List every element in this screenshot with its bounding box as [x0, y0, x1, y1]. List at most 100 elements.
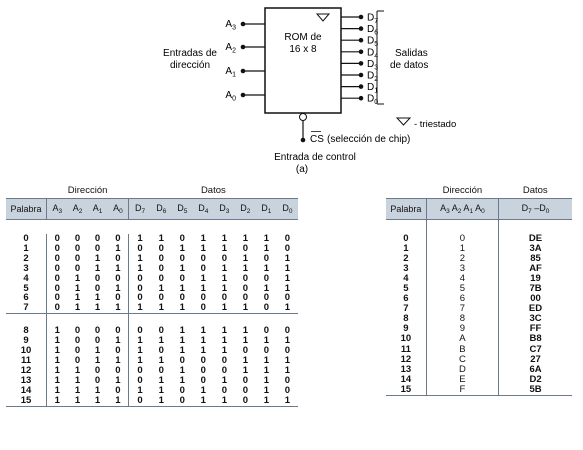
data-hex-cell: 00: [498, 294, 572, 305]
data-bit-cell: 0: [179, 354, 185, 366]
data-bit-cell: 1: [200, 335, 206, 347]
data-bit-cell: 1: [263, 354, 270, 366]
address-bit-cell: 1: [67, 395, 88, 407]
data-pin-label-d4: D4: [367, 47, 378, 60]
bit-column-header-a0: A0: [107, 198, 129, 220]
address-bit-cell: 1: [115, 302, 121, 314]
data-pin-label-d2: D2: [367, 71, 378, 84]
data-bit-cell: 1: [263, 374, 270, 386]
address-hex-cell: C: [425, 354, 499, 365]
data-bit-cell: 1: [242, 233, 248, 244]
data-bit-cell: 0: [263, 302, 270, 314]
data-bit-cell: 0: [234, 395, 256, 407]
data-bit-cell: 1: [179, 345, 185, 357]
data-bit-cell: 0: [284, 242, 291, 254]
address-bit-cell: 1: [115, 282, 121, 294]
data-bit-cell: 0: [179, 233, 185, 244]
data-bit-cell: 1: [158, 354, 164, 366]
data-bit-cell: 0: [221, 384, 227, 396]
rom-chip-box: [264, 7, 342, 114]
address-bit-cell: 0: [74, 345, 81, 357]
word-cell: 14: [20, 384, 32, 396]
address-hex-cell: B: [425, 344, 499, 355]
data-bit-cell: 0: [128, 365, 151, 376]
data-group-header: Datos: [522, 184, 548, 196]
address-bit-cell: 0: [45, 253, 68, 264]
data-bit-cell: 1: [221, 272, 227, 284]
data-bit-cell: 0: [158, 345, 164, 357]
address-hex-cell: 3: [425, 264, 499, 275]
address-bit-cell: 1: [45, 385, 68, 396]
data-bit-cell: 1: [284, 262, 291, 274]
address-bit-cell: 1: [87, 395, 108, 407]
address-bit-cell: 1: [94, 302, 101, 314]
word-cell: 12: [400, 353, 412, 365]
data-pin-label-d1: D1: [367, 82, 378, 95]
address-hex-cell: 5: [425, 284, 499, 295]
data-hex-cell: D2: [498, 374, 572, 385]
data-bit-cell: 1: [242, 325, 248, 337]
data-bit-cell: 1: [200, 272, 206, 284]
data-pin-dot: [358, 14, 364, 20]
data-bit-cell: 0: [263, 292, 270, 304]
address-hex-cell: 0: [425, 233, 499, 245]
tristate-legend-text: - triestado: [414, 119, 456, 130]
inputs-label-line1: Entradas de: [163, 48, 217, 59]
bit-column-header-d5: D5: [171, 198, 193, 220]
data-hex-cell: 7B: [498, 284, 572, 295]
address-bit-cell: 0: [74, 335, 81, 347]
data-bit-cell: 0: [242, 384, 248, 396]
data-bit-cell: 0: [242, 374, 248, 386]
data-bit-cell: 1: [150, 395, 172, 407]
data-bit-cell: 0: [200, 364, 206, 376]
address-pin-label-a1: A1: [225, 66, 236, 79]
data-hex-cell: ED: [498, 304, 572, 315]
data-bit-cell: 1: [284, 282, 291, 294]
data-bit-cell: 0: [263, 345, 270, 357]
address-bit-cell: 0: [94, 272, 101, 284]
data-bit-cell: 1: [263, 364, 270, 376]
tristate-symbol-icon: [315, 13, 331, 22]
word-cell: 5: [23, 282, 29, 294]
data-bit-cell: 0: [158, 252, 164, 264]
data-pin-dot: [358, 95, 364, 101]
data-bit-cell: 1: [128, 385, 151, 396]
address-bit-cell: 0: [45, 244, 68, 254]
address-bit-cell: 1: [94, 252, 101, 264]
address-bit-cell: 0: [74, 354, 81, 366]
address-bit-cell: 1: [74, 364, 81, 376]
word-cell: 6: [23, 292, 29, 304]
data-bit-cell: 1: [179, 262, 185, 274]
address-hex-cell: 2: [425, 254, 499, 265]
address-bit-cell: 0: [94, 335, 101, 347]
bit-column-header-d1: D1: [255, 198, 277, 220]
data-bit-cell: 1: [200, 384, 206, 396]
address-hex-cell: 9: [425, 324, 499, 335]
data-hex-cell: 6A: [498, 364, 572, 375]
address-bit-cell: 0: [115, 272, 121, 284]
data-bit-cell: 1: [200, 325, 206, 337]
data-bit-cell: 0: [221, 364, 227, 376]
data-bit-cell: 0: [242, 242, 248, 254]
data-bit-cell: 0: [179, 252, 185, 264]
data-bit-cell: 1: [284, 354, 291, 366]
data-bit-cell: 1: [242, 335, 248, 347]
address-bit-cell: 1: [45, 336, 68, 347]
word-cell: 9: [23, 335, 29, 347]
table-spacer: [386, 182, 426, 199]
data-hex-cell: B8: [498, 334, 572, 345]
address-bit-cell: 0: [115, 252, 121, 264]
word-cell: 7: [403, 303, 409, 315]
data-bit-cell: 1: [200, 345, 206, 357]
address-bit-cell: 1: [115, 354, 121, 366]
